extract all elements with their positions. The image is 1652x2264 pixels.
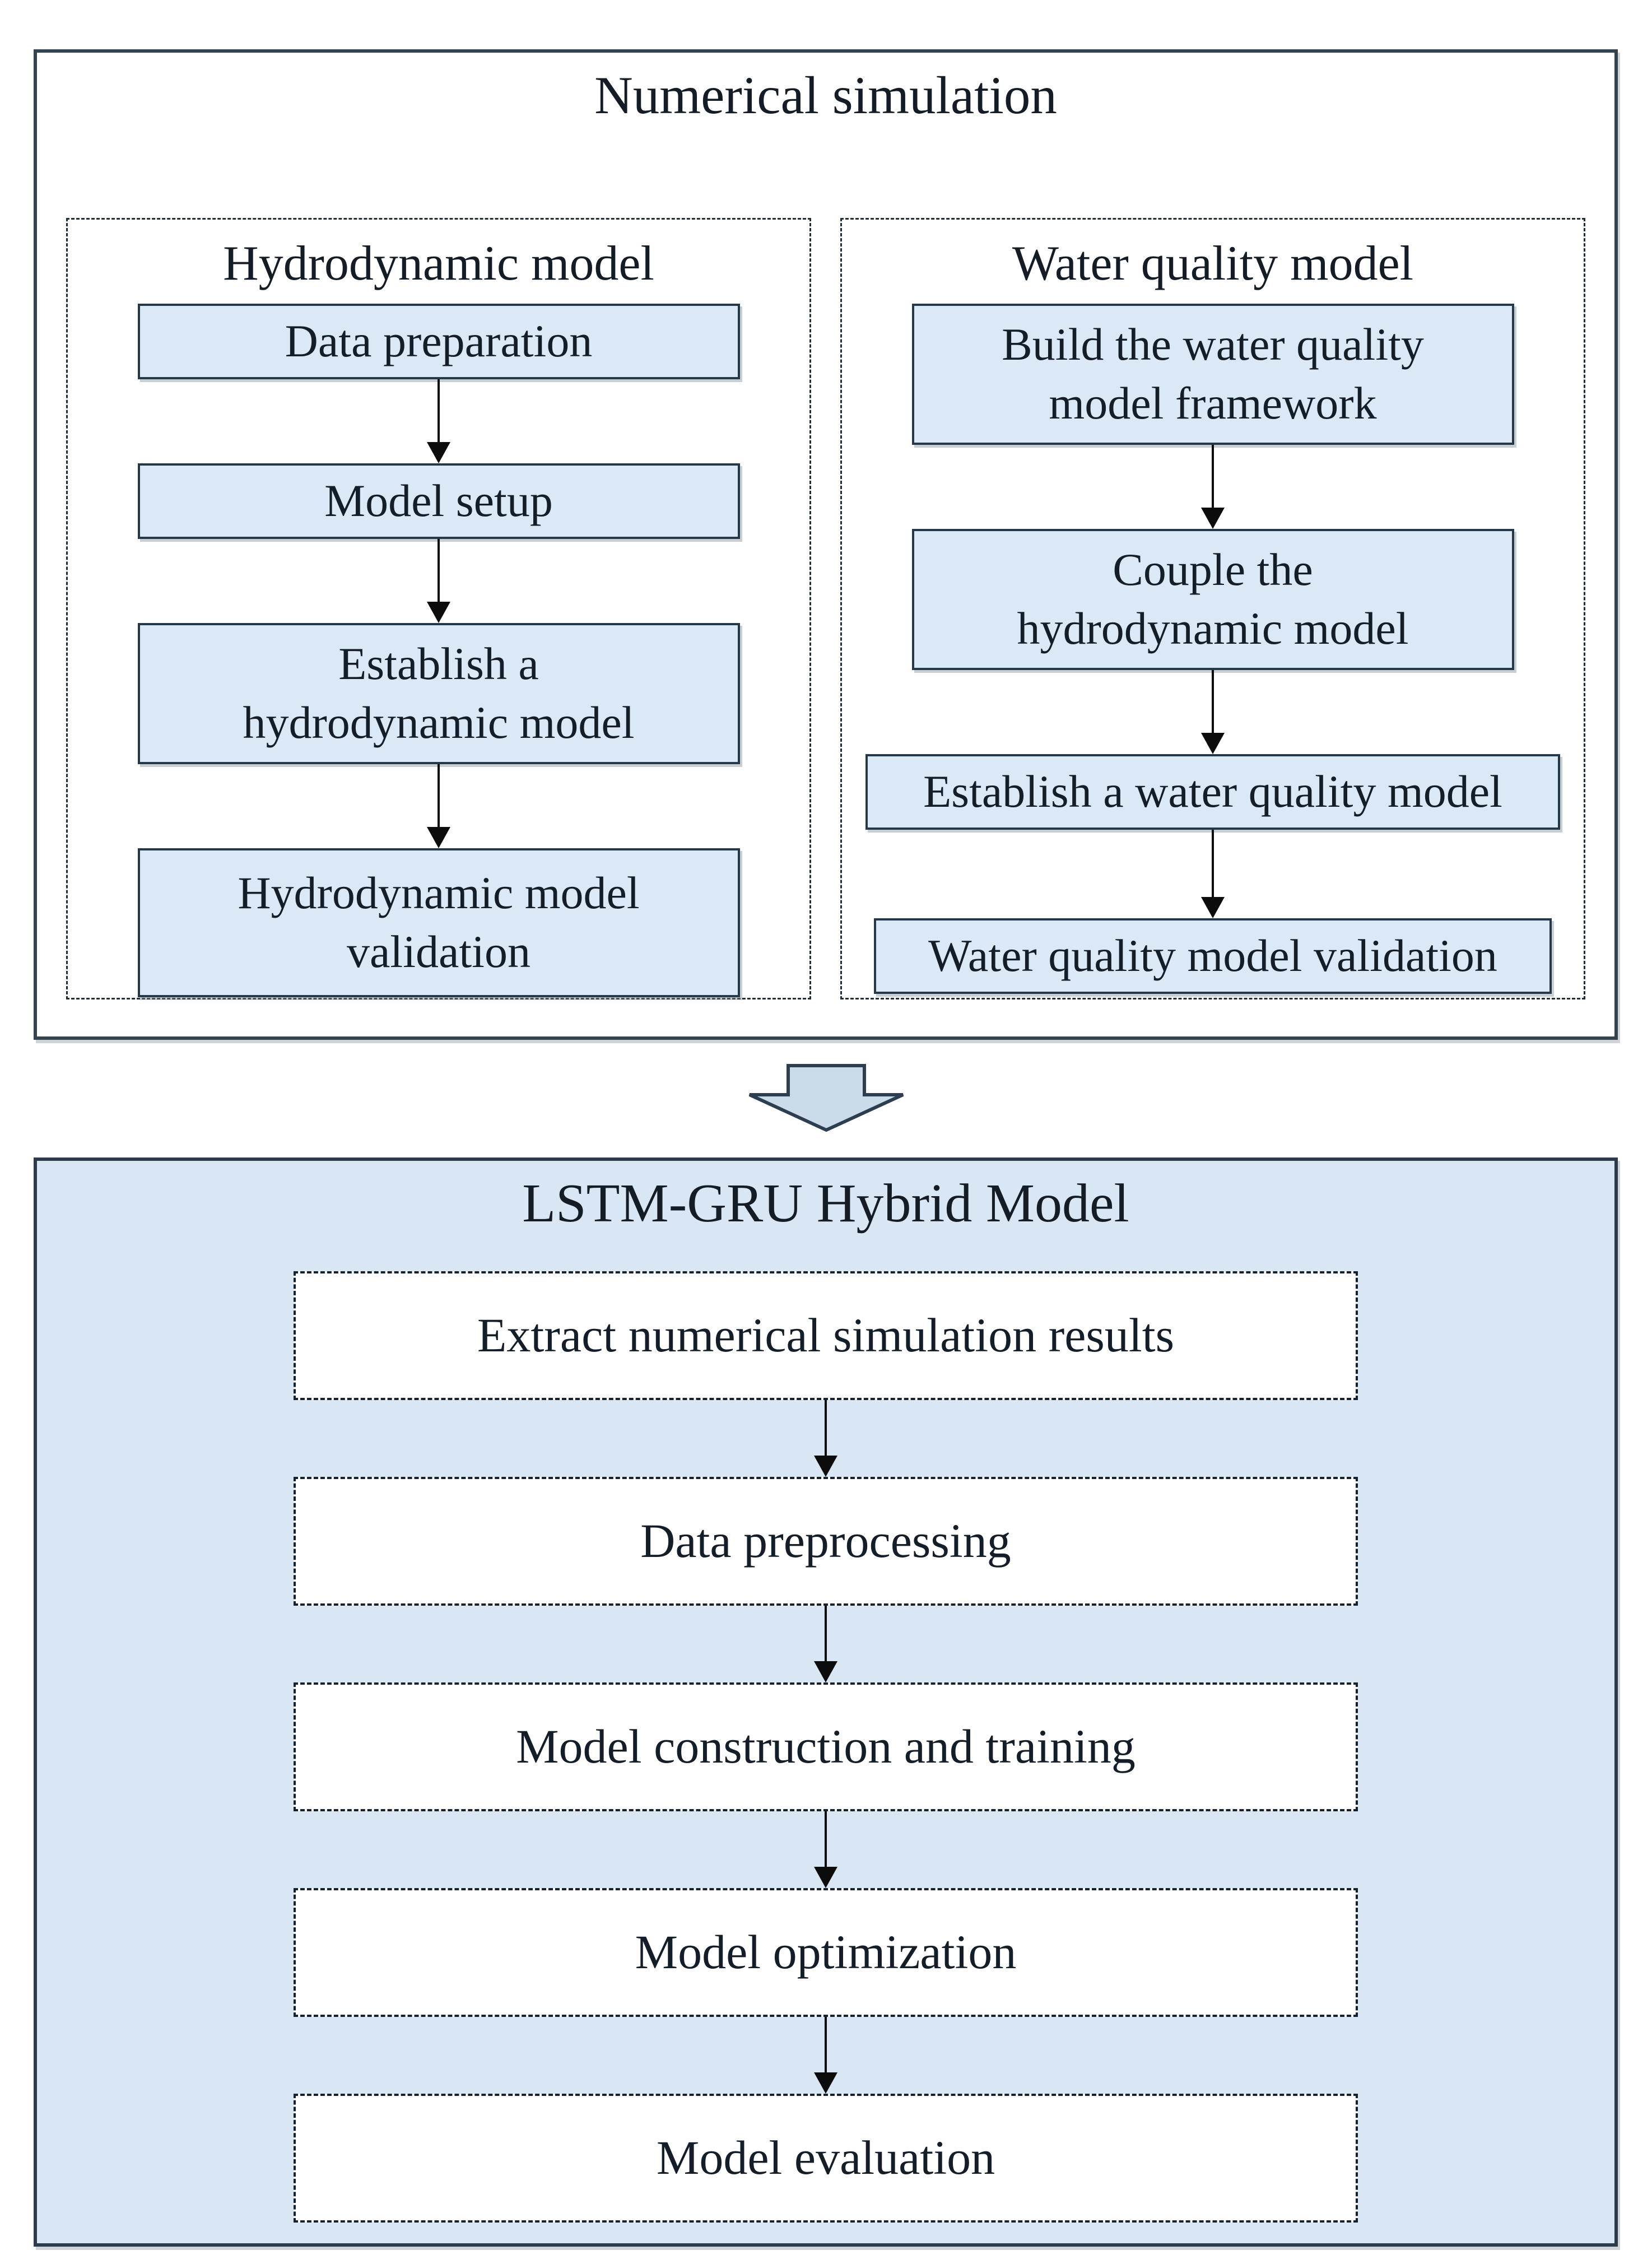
arrow-head bbox=[814, 1866, 837, 1888]
simulation-columns: Hydrodynamic model Data preparation Mode… bbox=[37, 217, 1614, 999]
arrow-head bbox=[1201, 896, 1225, 918]
hydrodynamic-model-title: Hydrodynamic model bbox=[223, 236, 654, 291]
flow-step-couple-hydrodynamic-model: Couple the hydrodynamic model bbox=[911, 528, 1514, 670]
arrow-head bbox=[814, 1661, 837, 1682]
arrow-shaft bbox=[438, 379, 440, 442]
down-arrow-icon bbox=[814, 1811, 837, 1888]
arrow-head bbox=[1201, 507, 1225, 529]
flow-step-establish-hydrodynamic-model: Establish a hydrodynamic model bbox=[137, 622, 740, 764]
panel-hydrodynamic-model: Hydrodynamic model Data preparation Mode… bbox=[66, 217, 811, 999]
flow-step-model-setup: Model setup bbox=[137, 463, 740, 539]
section-numerical-simulation: Numerical simulation Hydrodynamic model … bbox=[34, 49, 1618, 1040]
arrow-head bbox=[427, 601, 450, 623]
flow-step-establish-water-quality-model: Establish a water quality model bbox=[865, 754, 1560, 830]
down-arrow-icon bbox=[427, 764, 450, 848]
arrow-shaft bbox=[438, 764, 440, 827]
arrow-head bbox=[427, 441, 450, 463]
numerical-simulation-title: Numerical simulation bbox=[594, 66, 1057, 125]
down-arrow-icon bbox=[1201, 670, 1225, 754]
panel-water-quality-model: Water quality model Build the water qual… bbox=[840, 217, 1585, 999]
arrow-shaft bbox=[825, 1811, 827, 1867]
down-arrow-icon bbox=[1201, 444, 1225, 529]
flow-step-data-preprocessing: Data preprocessing bbox=[294, 1476, 1358, 1606]
section-connector-arrow-icon bbox=[748, 1064, 904, 1132]
water-quality-model-title: Water quality model bbox=[1012, 236, 1414, 291]
arrow-shaft bbox=[1212, 829, 1214, 897]
section-connector bbox=[0, 1063, 1652, 1133]
flow-step-data-preparation: Data preparation bbox=[137, 303, 740, 379]
lstm-gru-title: LSTM-GRU Hybrid Model bbox=[522, 1173, 1129, 1234]
down-arrow-icon bbox=[1201, 829, 1225, 918]
arrow-shaft bbox=[825, 1400, 827, 1456]
arrow-head bbox=[814, 2072, 837, 2094]
down-arrow-icon bbox=[814, 2016, 837, 2094]
arrow-shaft bbox=[1212, 670, 1214, 733]
section-lstm-gru-hybrid-model: LSTM-GRU Hybrid Model Extract numerical … bbox=[34, 1157, 1618, 2247]
arrow-head bbox=[814, 1455, 837, 1477]
arrow-shaft bbox=[438, 538, 440, 602]
flow-step-hydrodynamic-model-validation: Hydrodynamic model validation bbox=[137, 848, 740, 997]
down-arrow-icon bbox=[814, 1605, 837, 1682]
down-arrow-icon bbox=[427, 379, 450, 463]
arrow-head bbox=[427, 826, 450, 848]
flow-step-extract-simulation-results: Extract numerical simulation results bbox=[294, 1271, 1358, 1400]
flow-step-model-construction-and-training: Model construction and training bbox=[294, 1682, 1358, 1811]
flow-step-water-quality-model-validation: Water quality model validation bbox=[874, 918, 1552, 994]
arrow-shaft bbox=[825, 1605, 827, 1661]
flow-step-model-optimization: Model optimization bbox=[294, 1888, 1358, 2017]
flow-step-model-evaluation: Model evaluation bbox=[294, 2093, 1358, 2223]
arrow-head bbox=[1201, 732, 1225, 754]
arrow-shaft bbox=[825, 2016, 827, 2072]
down-arrow-icon bbox=[427, 538, 450, 623]
arrow-shaft bbox=[1212, 444, 1214, 508]
down-arrow-icon bbox=[814, 1400, 837, 1477]
flow-step-build-water-quality-framework: Build the water quality model framework bbox=[911, 303, 1514, 445]
